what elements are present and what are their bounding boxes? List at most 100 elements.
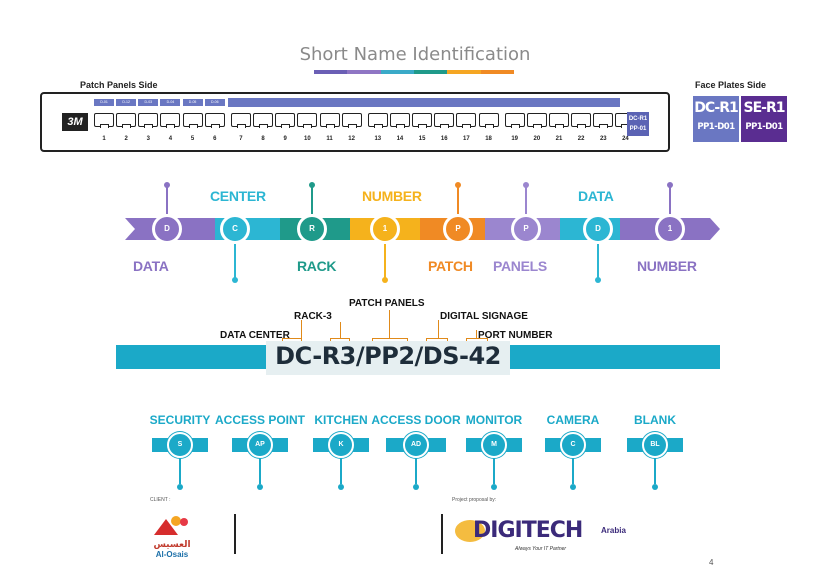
port-number: 23 xyxy=(599,136,607,142)
port-number: 24 xyxy=(622,136,629,142)
port-tag: D-05 xyxy=(182,99,203,106)
client-logo-mark xyxy=(154,516,188,535)
port-tag: D-12 xyxy=(116,99,137,106)
ribbon-circle: D xyxy=(152,214,182,244)
device-code-circle: AP xyxy=(247,432,273,458)
connector-line xyxy=(415,458,417,484)
device-code-circle: C xyxy=(560,432,586,458)
label-strip xyxy=(228,98,620,107)
patch-port xyxy=(526,113,547,128)
port-number: 22 xyxy=(577,136,585,142)
connector-line xyxy=(234,244,236,278)
company-name: DIGITECH xyxy=(473,518,583,543)
connector-dot xyxy=(595,277,601,283)
face-plate: DC-R1 PP1-D01 xyxy=(693,96,739,142)
annotation-line xyxy=(438,320,439,338)
port-number: 12 xyxy=(348,136,355,142)
page-title: Short Name Identification xyxy=(299,44,531,65)
patch-port xyxy=(504,113,525,128)
port-number: 14 xyxy=(396,136,404,142)
port-number: 18 xyxy=(485,136,492,142)
face-plate-line1: DC-R1 xyxy=(694,100,739,116)
patch-port xyxy=(434,113,455,128)
connector-dot xyxy=(455,182,461,188)
annotation-bracket xyxy=(372,338,408,343)
company-suffix: Arabia xyxy=(601,526,626,535)
client-name-arabic: العسيس xyxy=(153,540,191,550)
connector-dot xyxy=(570,484,576,490)
annotation-patch-panels: PATCH PANELS xyxy=(349,298,425,309)
ribbon-top-label: NUMBER xyxy=(362,188,422,204)
port-number: 7 xyxy=(239,136,243,142)
connector-line xyxy=(572,458,574,484)
annotation-line xyxy=(340,322,341,338)
connector-line xyxy=(669,186,671,214)
patch-port xyxy=(367,113,388,128)
patch-port xyxy=(94,113,114,128)
port-number: 17 xyxy=(463,136,470,142)
ribbon-top-label: CENTER xyxy=(210,188,266,204)
connector-line xyxy=(259,458,261,484)
annotation-line xyxy=(389,310,390,338)
face-plate-line1: SE-R1 xyxy=(743,100,786,116)
connector-line xyxy=(525,186,527,214)
patch-port xyxy=(204,113,225,128)
connector-dot xyxy=(164,182,170,188)
device-label: SECURITY xyxy=(149,413,211,427)
client-name-english: Al-Osais xyxy=(155,550,189,559)
patch-port xyxy=(389,113,410,128)
port-number: 9 xyxy=(283,136,287,142)
panel-label-line1: DC-R1 xyxy=(628,116,648,122)
ribbon-circle: 1 xyxy=(370,214,400,244)
proposal-label: Project proposal by: xyxy=(452,497,497,503)
connector-dot xyxy=(177,484,183,490)
company-tagline: Always Your IT Partner xyxy=(515,546,567,552)
annotation-bracket xyxy=(426,338,448,343)
device-code-circle: M xyxy=(481,432,507,458)
port-number: 21 xyxy=(555,136,563,142)
ribbon-circle: D xyxy=(583,214,613,244)
device-label: BLANK xyxy=(634,413,676,427)
port-number: 3 xyxy=(146,136,150,142)
port-number: 13 xyxy=(374,136,382,142)
ribbon-circle: P xyxy=(443,214,473,244)
connector-line xyxy=(597,244,599,278)
annotation-line xyxy=(476,330,477,338)
connector-line xyxy=(166,186,168,214)
patch-port xyxy=(182,113,203,128)
ribbon-bottom-label: NUMBER xyxy=(637,258,697,274)
annotation-bracket xyxy=(282,338,302,343)
device-code-circle: K xyxy=(328,432,354,458)
port-number: 15 xyxy=(418,136,426,142)
patch-port xyxy=(341,113,362,128)
patch-port xyxy=(160,113,181,128)
ribbon-tail xyxy=(125,218,135,240)
title-underline xyxy=(314,70,514,74)
device-label: ACCESS POINT xyxy=(214,413,305,427)
annotation-rack: RACK-3 xyxy=(294,311,332,322)
port-number: 4 xyxy=(168,136,173,142)
patch-port xyxy=(138,113,159,128)
ribbon-head xyxy=(710,218,720,240)
connector-dot xyxy=(232,277,238,283)
brand-logo: 3M xyxy=(62,113,88,131)
annotation-port-number: PORT NUMBER xyxy=(478,330,553,341)
connector-line xyxy=(654,458,656,484)
port-number: 20 xyxy=(533,136,541,142)
annotation-line xyxy=(301,320,302,338)
ribbon-circle: P xyxy=(511,214,541,244)
patch-port xyxy=(593,113,614,128)
port-number: 10 xyxy=(304,136,311,142)
ribbon-bottom-label: RACK xyxy=(297,258,337,274)
face-plates-side-label: Face Plates Side xyxy=(695,80,767,90)
naming-code: DC-R3/PP2/DS-42 xyxy=(275,342,501,370)
device-label: ACCESS DOOR xyxy=(371,413,461,427)
annotation-data-center: DATA CENTER xyxy=(220,330,290,341)
patch-port xyxy=(571,113,592,128)
connector-line xyxy=(340,458,342,484)
port-tag: D-06 xyxy=(204,99,225,106)
port-tag: D-01 xyxy=(94,99,114,106)
connector-dot xyxy=(491,484,497,490)
connector-dot xyxy=(382,277,388,283)
port-tag: D-04 xyxy=(160,99,181,106)
